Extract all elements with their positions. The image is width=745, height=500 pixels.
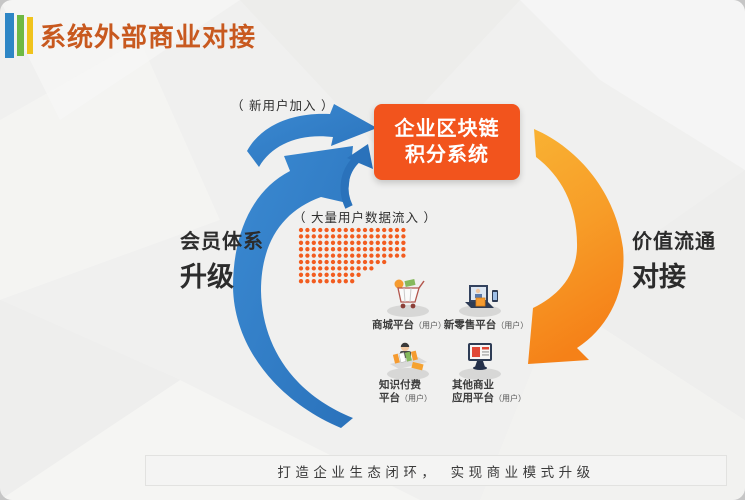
- membership-upgrade-line2: 升级: [180, 262, 234, 292]
- center-box-line2: 积分系统: [405, 144, 489, 166]
- title-accent-bar-blue: [5, 13, 14, 58]
- knowledge-pay-icon: [387, 342, 429, 380]
- title-accent-bar-yellow: [27, 17, 33, 54]
- data-inflow-arrow: [340, 144, 373, 209]
- value-flow-line2: 对接: [632, 262, 686, 292]
- title-accent-bar-green: [17, 15, 24, 56]
- shopping-cart-icon: [387, 279, 429, 317]
- membership-upgrade-label: 会员体系 升级: [180, 225, 264, 294]
- membership-cycle-arrow: [233, 146, 353, 428]
- annotation-new-users: （ 新用户加入 ）: [231, 99, 335, 113]
- center-box-line1: 企业区块链: [394, 117, 500, 140]
- footer-bar: 打造企业生态闭环， 实现商业模式升级: [145, 455, 727, 486]
- new-user-arrow: [247, 104, 377, 167]
- annotation-data-inflow: （ 大量用户数据流入 ）: [293, 211, 437, 225]
- membership-upgrade-line1: 会员体系: [180, 231, 264, 253]
- business-app-icon: [459, 343, 501, 380]
- platform-label-other-business: 其他商业 应用平台（用户）: [452, 379, 526, 404]
- center-system-box: 企业区块链 积分系统: [374, 104, 520, 180]
- platform-label-new-retail: 新零售平台（用户）: [443, 319, 529, 331]
- dots-grid: [298, 227, 406, 284]
- value-flow-label: 价值流通 对接: [632, 225, 716, 294]
- value-flow-arrow: [528, 129, 624, 364]
- laptop-retail-icon: [459, 285, 501, 317]
- page-title: 系统外部商业对接: [40, 22, 257, 52]
- platform-label-mall: 商城平台（用户）: [372, 319, 446, 331]
- platform-label-knowledge-pay: 知识付费 平台（用户）: [379, 379, 432, 404]
- value-flow-line1: 价值流通: [632, 231, 716, 253]
- footer-text: 打造企业生态闭环， 实现商业模式升级: [277, 464, 595, 480]
